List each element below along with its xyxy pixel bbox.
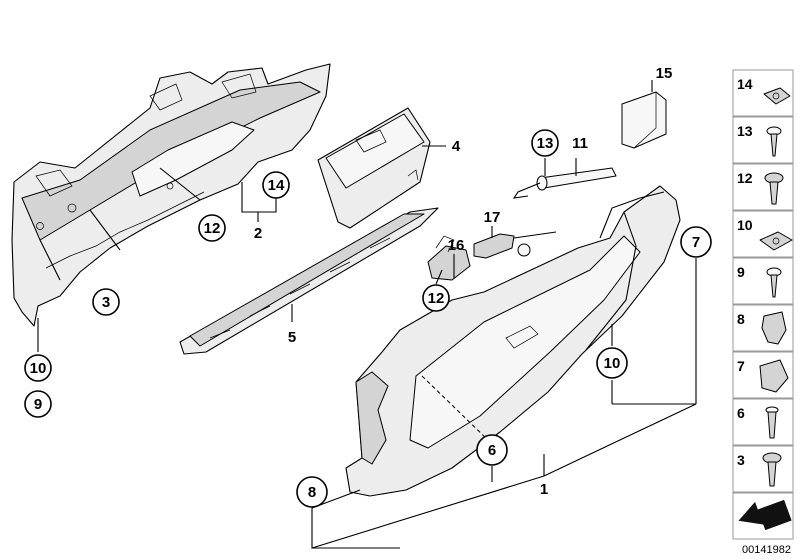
callout-7-label: 7 xyxy=(692,234,700,251)
callout-9: 9 xyxy=(24,390,52,418)
flange-screw-icon xyxy=(764,172,784,205)
callout-12b-label: 12 xyxy=(428,290,445,307)
part-trim-strip xyxy=(179,207,439,355)
part-carrier-upper xyxy=(11,63,331,327)
diagram-code: 00141982 xyxy=(742,544,791,556)
clip-icon xyxy=(761,311,787,345)
callout-10b-label: 10 xyxy=(604,355,621,372)
pin-icon xyxy=(765,406,779,439)
hardware-item-13: 13 xyxy=(732,116,794,164)
callout-12a-label: 12 xyxy=(204,220,221,237)
callout-12b: 12 xyxy=(422,284,450,312)
callout-7: 7 xyxy=(680,226,712,258)
callout-6: 6 xyxy=(476,434,508,466)
label-17: 17 xyxy=(484,209,501,226)
callout-14: 14 xyxy=(262,171,290,199)
part-clip-16 xyxy=(427,235,471,281)
callout-10a: 10 xyxy=(24,354,52,382)
label-16: 16 xyxy=(448,237,465,254)
callout-6-label: 6 xyxy=(488,442,496,459)
part-cover-plate xyxy=(317,107,431,229)
hardware-label-3: 3 xyxy=(737,452,745,468)
callout-10a-label: 10 xyxy=(30,360,47,377)
hardware-panel: 14 13 12 10 xyxy=(732,69,794,540)
hardware-label-10: 10 xyxy=(737,217,753,233)
hardware-label-7: 7 xyxy=(737,358,745,374)
hardware-label-9: 9 xyxy=(737,264,745,280)
direction-arrow-icon xyxy=(732,492,794,540)
hardware-label-8: 8 xyxy=(737,311,745,327)
screw-icon xyxy=(766,267,782,298)
callout-9-label: 9 xyxy=(34,396,42,413)
callout-10b: 10 xyxy=(596,347,628,379)
clip-nut-icon xyxy=(763,87,791,105)
flange-screw-icon xyxy=(762,452,782,487)
callout-8: 8 xyxy=(296,476,328,508)
callout-3: 3 xyxy=(92,288,120,316)
hardware-item-7: 7 xyxy=(732,351,794,399)
hardware-item-8: 8 xyxy=(732,304,794,352)
hardware-item-10: 10 xyxy=(732,210,794,258)
callout-13-label: 13 xyxy=(537,135,554,152)
hardware-label-14: 14 xyxy=(737,76,753,92)
hardware-item-6: 6 xyxy=(732,398,794,446)
callout-14-label: 14 xyxy=(268,177,285,194)
hardware-label-6: 6 xyxy=(737,405,745,421)
clip-icon xyxy=(759,359,789,393)
callout-13: 13 xyxy=(531,129,559,157)
label-1: 1 xyxy=(540,481,548,498)
label-5: 5 xyxy=(288,329,296,346)
square-nut-icon xyxy=(759,231,793,251)
label-11: 11 xyxy=(572,135,588,152)
hardware-label-13: 13 xyxy=(737,123,753,139)
part-glove-box xyxy=(345,185,681,497)
hardware-item-12: 12 xyxy=(732,163,794,211)
part-clip-17 xyxy=(473,231,557,259)
label-15: 15 xyxy=(656,65,673,82)
hardware-item-3: 3 xyxy=(732,445,794,493)
callout-8-label: 8 xyxy=(308,484,316,501)
callout-3-label: 3 xyxy=(102,294,110,311)
part-damper-rod xyxy=(512,167,617,199)
hardware-item-9: 9 xyxy=(732,257,794,305)
callout-12a: 12 xyxy=(198,214,226,242)
label-2: 2 xyxy=(254,225,262,242)
part-pad xyxy=(621,91,667,149)
label-4: 4 xyxy=(452,138,461,155)
leader-lines xyxy=(37,80,697,549)
screw-icon xyxy=(766,126,782,157)
hardware-label-12: 12 xyxy=(737,170,753,186)
hardware-item-14: 14 xyxy=(732,69,794,117)
